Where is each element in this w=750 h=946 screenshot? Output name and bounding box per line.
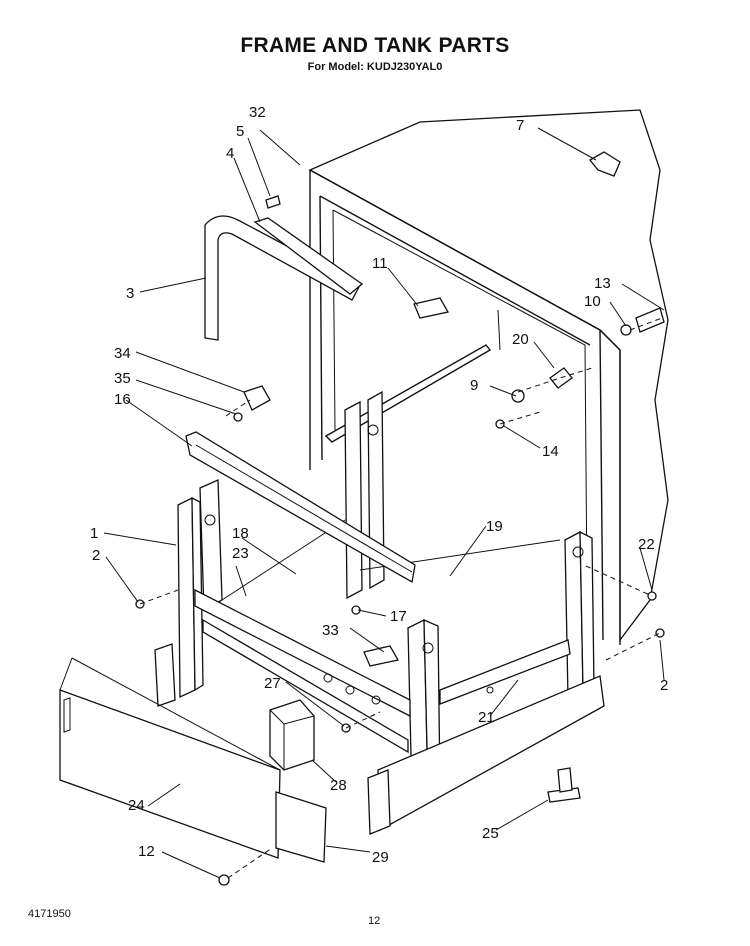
fastener-part-9 bbox=[511, 389, 525, 403]
callout-2-right: 2 bbox=[660, 677, 668, 694]
screw-part-35 bbox=[233, 412, 243, 422]
tank-body bbox=[308, 109, 669, 645]
callout-11: 11 bbox=[372, 255, 388, 272]
screw-part-2-right bbox=[655, 628, 665, 638]
screw-part-12 bbox=[218, 874, 230, 886]
callout-21: 21 bbox=[478, 709, 495, 726]
box-part-28 bbox=[269, 699, 315, 771]
frame-structure bbox=[154, 390, 605, 835]
callout-17: 17 bbox=[390, 608, 407, 625]
callout-9: 9 bbox=[470, 377, 478, 394]
toe-panel-part-24 bbox=[59, 689, 281, 859]
callout-12: 12 bbox=[138, 843, 155, 860]
screw-part-5 bbox=[265, 195, 281, 209]
callout-14: 14 bbox=[542, 443, 559, 460]
document-number: 4171950 bbox=[28, 908, 71, 920]
callout-1: 1 bbox=[90, 525, 98, 542]
callout-25: 25 bbox=[482, 825, 499, 842]
callout-2-left: 2 bbox=[92, 547, 100, 564]
callout-7: 7 bbox=[516, 117, 524, 134]
pad-part-33 bbox=[363, 645, 400, 667]
clip-part-7 bbox=[589, 151, 621, 177]
callout-23: 23 bbox=[232, 545, 249, 562]
strip-part-4 bbox=[253, 217, 364, 295]
clip-part-34 bbox=[243, 385, 271, 411]
callout-28: 28 bbox=[330, 777, 347, 794]
callout-16: 16 bbox=[114, 391, 131, 408]
page-number: 12 bbox=[368, 915, 381, 927]
callout-18: 18 bbox=[232, 525, 249, 542]
callout-32: 32 bbox=[249, 104, 266, 121]
leader-lines bbox=[103, 127, 665, 879]
callout-22: 22 bbox=[638, 536, 655, 553]
callout-29: 29 bbox=[372, 849, 389, 866]
callout-24: 24 bbox=[128, 797, 145, 814]
callout-19: 19 bbox=[486, 518, 503, 535]
callout-27: 27 bbox=[264, 675, 281, 692]
callout-4: 4 bbox=[226, 145, 234, 162]
callout-13: 13 bbox=[594, 275, 611, 292]
callout-33: 33 bbox=[322, 622, 339, 639]
nut-part-10 bbox=[620, 324, 632, 336]
callout-3: 3 bbox=[126, 285, 134, 302]
bracket-part-11 bbox=[413, 297, 450, 319]
callout-labels: 32 5 4 7 3 11 13 10 20 34 35 9 16 14 1 1… bbox=[90, 104, 668, 866]
model-subtitle: For Model: KUDJ230YAL0 bbox=[307, 61, 443, 73]
page-title: FRAME AND TANK PARTS bbox=[240, 34, 510, 57]
hinge-part-13 bbox=[635, 307, 665, 333]
callout-20: 20 bbox=[512, 331, 529, 348]
insulation-part-29 bbox=[275, 791, 327, 863]
callout-10: 10 bbox=[584, 293, 601, 310]
callout-5: 5 bbox=[236, 123, 244, 140]
callout-35: 35 bbox=[114, 370, 131, 387]
leveling-leg-part-25 bbox=[547, 767, 581, 803]
callout-34: 34 bbox=[114, 345, 131, 362]
